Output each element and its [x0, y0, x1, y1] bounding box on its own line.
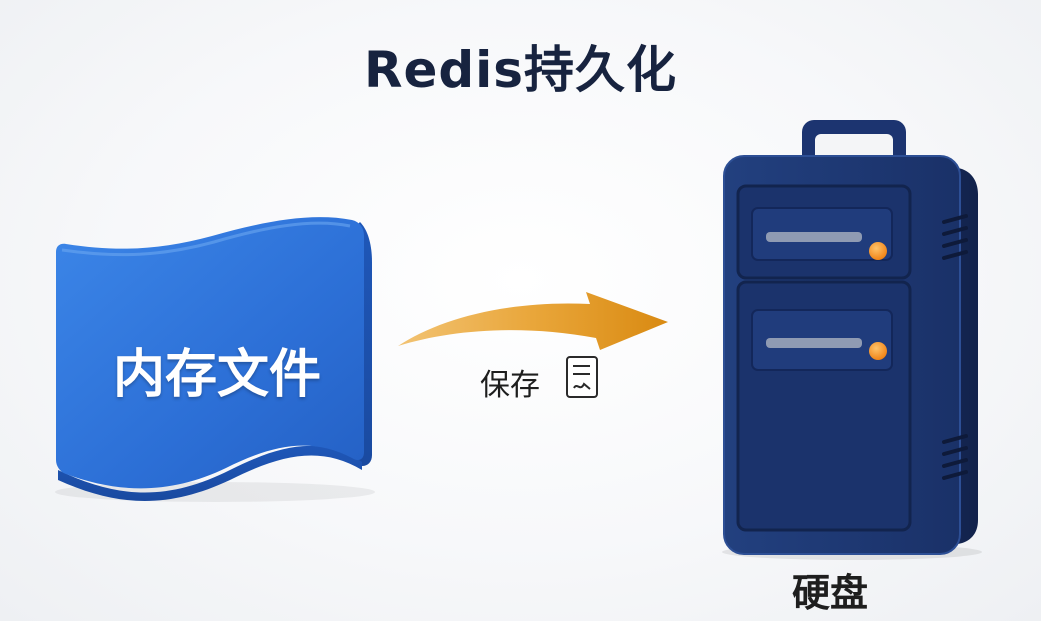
- save-arrow: [398, 292, 668, 350]
- save-label: 保存: [480, 368, 540, 403]
- diagram-title: Redis持久化: [363, 41, 678, 99]
- server-drive-icon: [722, 120, 982, 560]
- memory-file-label: 内存文件: [112, 345, 321, 405]
- document-icon: [566, 356, 598, 398]
- disk-label: 硬盘: [791, 571, 868, 615]
- memory-file-flag: [55, 217, 375, 502]
